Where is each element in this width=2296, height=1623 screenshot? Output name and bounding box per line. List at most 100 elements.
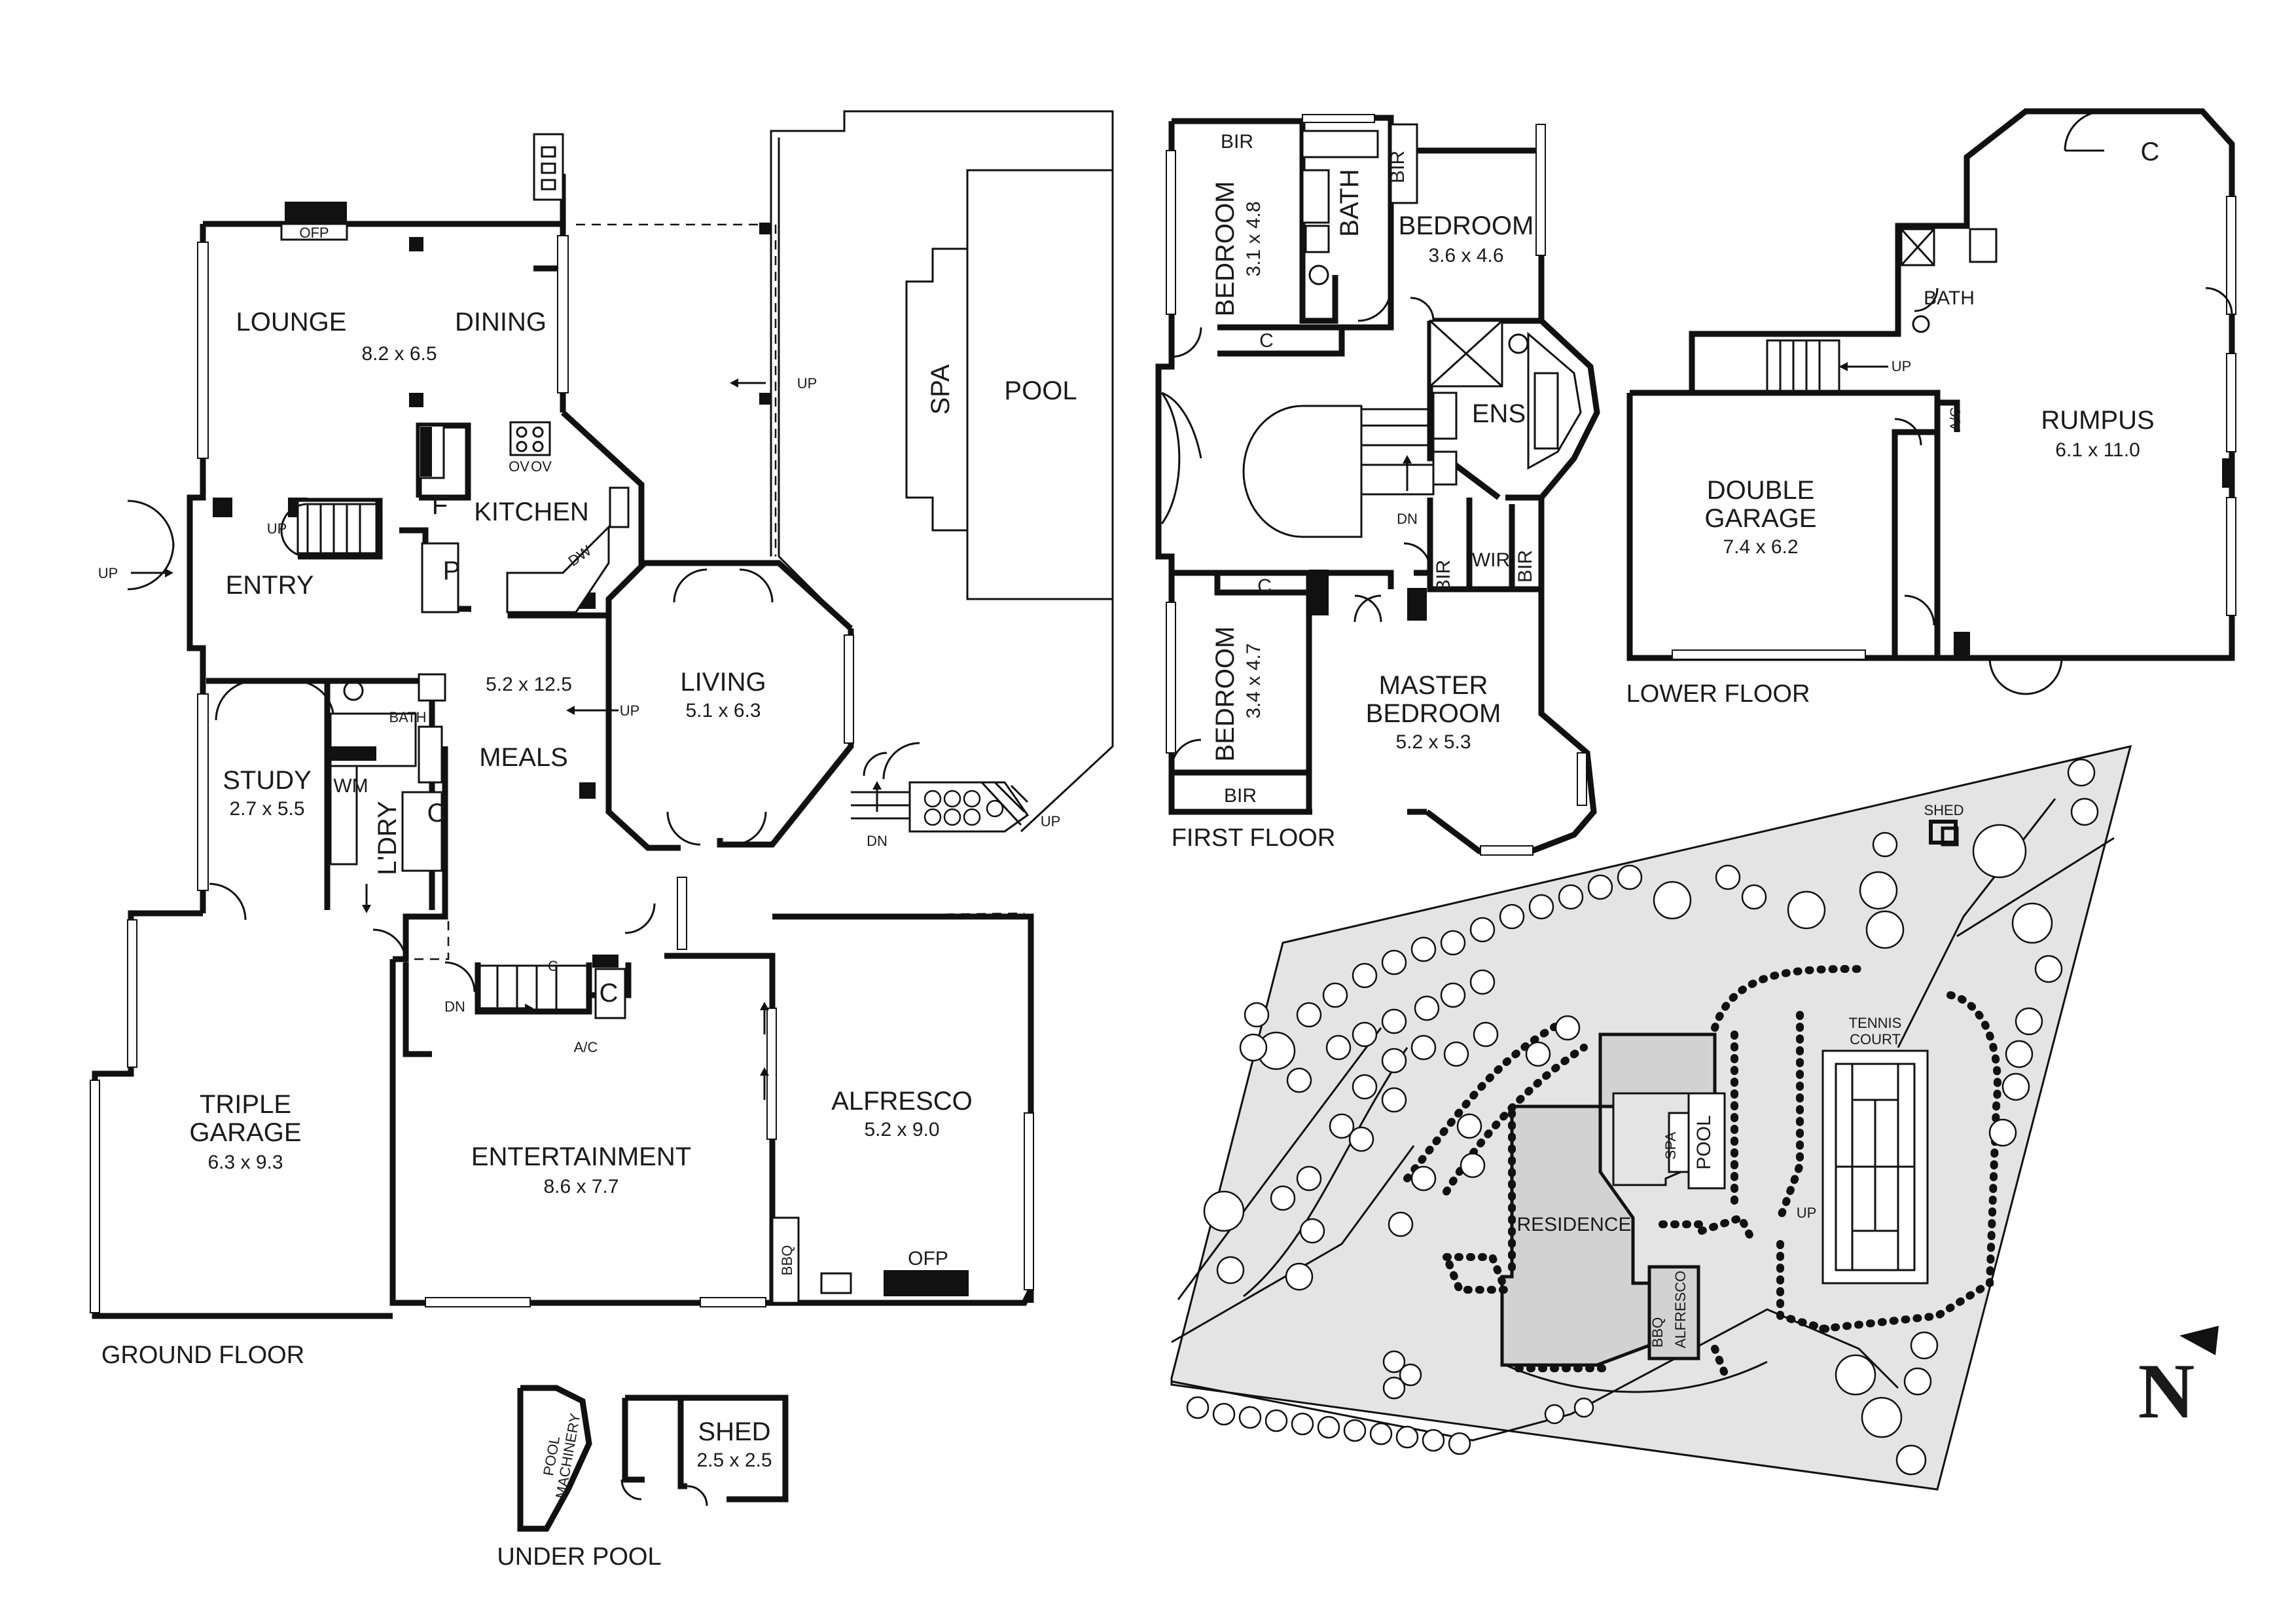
label-dn-deck: DN xyxy=(867,833,888,849)
size-alfresco: 5.2 x 9.0 xyxy=(864,1119,939,1140)
ground-floor-labels: LOUNGE DINING 8.2 x 6.5 OFP KITCHEN F P … xyxy=(98,225,1077,1369)
site-label-shed: SHED xyxy=(1924,802,1964,818)
size-bedroom-3: 3.4 x 4.7 xyxy=(1243,643,1265,718)
lower-floor-labels: C BATH UP A/C DOUBLE GARAGE 7.4 x 6.2 RU… xyxy=(1626,137,2160,708)
label-up-living: UP xyxy=(620,702,640,719)
label-oven-2: OV xyxy=(531,458,552,475)
label-up-pool-steps: UP xyxy=(1041,813,1061,830)
label-wir: WIR xyxy=(1472,549,1510,571)
site-label-court: COURT xyxy=(1850,1031,1901,1048)
pool-outline xyxy=(966,169,1114,600)
label-cupboard-first-1: C xyxy=(1259,330,1274,352)
lower-floor-title: LOWER FLOOR xyxy=(1626,680,1810,708)
label-bir-3: BIR xyxy=(1433,560,1454,593)
size-master-bedroom: 5.2 x 5.3 xyxy=(1395,731,1471,753)
label-oven-1: OV xyxy=(509,458,529,475)
size-bedroom-1: 3.1 x 4.8 xyxy=(1243,201,1265,276)
size-rumpus: 6.1 x 11.0 xyxy=(2055,439,2140,461)
ground-floor-arrows xyxy=(131,378,882,1100)
label-ofp: OFP xyxy=(299,225,329,241)
label-washing-machine: WM xyxy=(333,775,368,797)
label-rumpus: RUMPUS xyxy=(2041,406,2154,435)
site-hedges xyxy=(1403,965,2001,1385)
ground-floor-plan: LOUNGE DINING 8.2 x 6.5 OFP KITCHEN F P … xyxy=(90,110,1114,1369)
label-ac-lower: A/C xyxy=(1947,407,1964,431)
ensuite-bath xyxy=(1534,372,1559,450)
label-cupboard-lower: C xyxy=(2141,137,2160,166)
stair-landing xyxy=(1242,405,1363,538)
label-fridge: F xyxy=(432,491,448,520)
ground-floor-stairs xyxy=(280,503,1030,1013)
label-triple: TRIPLE xyxy=(200,1090,291,1119)
size-living: 5.1 x 6.3 xyxy=(685,700,761,721)
label-up-entry: UP xyxy=(98,565,118,581)
label-meals: MEALS xyxy=(479,743,568,772)
label-bath-first: BATH xyxy=(1335,169,1364,237)
label-cupboard-1: C xyxy=(427,799,446,828)
label-ensuite: ENS xyxy=(1472,399,1526,428)
label-entry: ENTRY xyxy=(226,571,314,600)
first-floor-bathtub xyxy=(1301,130,1379,158)
lower-floor-features xyxy=(1672,110,2236,695)
label-cupboard-2: C xyxy=(548,958,558,974)
pool-area xyxy=(576,110,1114,833)
label-ac-ground: A/C xyxy=(574,1039,598,1055)
label-pantry: P xyxy=(443,556,461,585)
outdoor-fireplace xyxy=(884,1270,969,1296)
label-ofp-alfresco: OFP xyxy=(908,1248,948,1269)
label-dn-stair: DN xyxy=(444,998,465,1015)
label-spa: SPA xyxy=(926,364,955,414)
under-pool-title: UNDER POOL xyxy=(497,1543,661,1571)
size-double-garage: 7.4 x 6.2 xyxy=(1723,536,1798,558)
size-triple-garage: 6.3 x 9.3 xyxy=(207,1152,283,1173)
fireplace xyxy=(285,202,347,224)
label-bir-5: BIR xyxy=(1224,785,1257,807)
label-cupboard-3: C xyxy=(600,979,619,1008)
site-label-bbq: BBQ xyxy=(1649,1317,1666,1347)
site-label-alfresco: ALFRESCO xyxy=(1672,1271,1689,1349)
label-laundry: L'DRY xyxy=(373,801,402,875)
site-alfresco xyxy=(1647,1265,1700,1360)
label-kitchen: KITCHEN xyxy=(474,498,589,526)
size-meals: 5.2 x 12.5 xyxy=(486,674,572,695)
size-entertainment: 8.6 x 7.7 xyxy=(543,1176,619,1197)
kitchen-sink xyxy=(609,486,630,528)
spa-outline xyxy=(905,247,969,532)
label-study: STUDY xyxy=(223,766,312,795)
site-pool xyxy=(1687,1092,1726,1190)
ground-floor-dashes xyxy=(772,225,1025,918)
label-double: DOUBLE xyxy=(1707,476,1815,505)
label-master-bedroom: BEDROOM xyxy=(1366,699,1501,728)
ground-floor-windows xyxy=(90,235,1034,1313)
label-alfresco: ALFRESCO xyxy=(831,1087,973,1116)
lower-floor-walls xyxy=(1626,108,2235,661)
site-plan: N SHED TENNIS COURT SPA POOL UP RESIDENC… xyxy=(1170,744,2219,1491)
label-cupboard-first-2: C xyxy=(1257,575,1272,597)
size-shed: 2.5 x 2.5 xyxy=(696,1450,772,1471)
north-label: N xyxy=(2138,1347,2195,1434)
site-label-spa: SPA xyxy=(1662,1131,1679,1159)
label-lounge: LOUNGE xyxy=(236,308,347,337)
label-bedroom-2: BEDROOM xyxy=(1399,211,1534,240)
label-bir-4: BIR xyxy=(1515,550,1536,583)
site-label-tennis: TENNIS xyxy=(1849,1015,1902,1031)
label-up-deck: UP xyxy=(797,375,817,392)
cooktop xyxy=(509,421,551,456)
site-trees xyxy=(1186,758,2099,1476)
label-up-lower: UP xyxy=(1892,358,1912,374)
label-master: MASTER xyxy=(1379,671,1488,700)
first-floor-features xyxy=(1160,114,1587,856)
label-bath-ground: BATH xyxy=(389,709,426,725)
size-study: 2.7 x 5.5 xyxy=(229,798,304,820)
label-entertainment: ENTERTAINMENT xyxy=(471,1142,691,1171)
label-bbq: BBQ xyxy=(779,1245,795,1275)
ground-floor-fixtures xyxy=(213,133,969,1304)
label-dining: DINING xyxy=(455,308,547,337)
first-floor-labels: BIR BIR C BEDROOM 3.1 x 4.8 BATH BEDROOM… xyxy=(1172,131,1536,852)
north-arrow: N xyxy=(2138,1326,2219,1434)
ground-floor-title: GROUND FLOOR xyxy=(101,1341,304,1369)
lower-floor-plan: C BATH UP A/C DOUBLE GARAGE 7.4 x 6.2 RU… xyxy=(1626,108,2236,708)
label-bir-2: BIR xyxy=(1387,151,1408,183)
first-floor-title: FIRST FLOOR xyxy=(1172,824,1336,852)
